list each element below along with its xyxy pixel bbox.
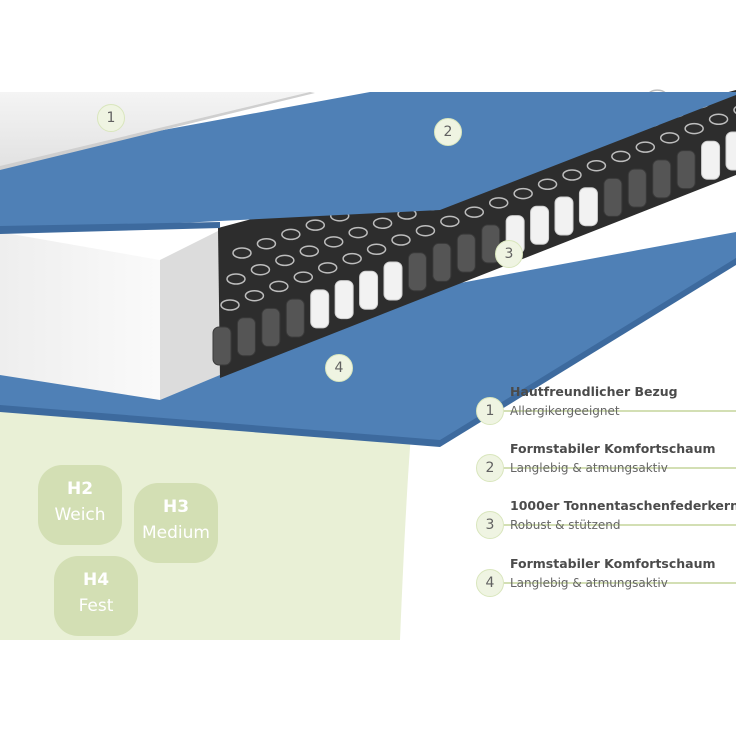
feature-divider-line — [504, 582, 736, 584]
firmness-badge-h2: H2 Weich — [38, 465, 122, 545]
firmness-code: H4 — [82, 570, 110, 590]
spring-pocket — [676, 150, 696, 190]
spring-coil — [372, 217, 393, 230]
spring-coil — [220, 299, 240, 311]
spring-coil — [256, 237, 277, 250]
firmness-badge-h4: H4 Fest — [54, 556, 138, 636]
spring-coil — [659, 132, 680, 144]
spring-coil — [232, 247, 252, 259]
top-foam-layer — [0, 92, 736, 234]
feature-title: Formstabiler Komfortschaum — [510, 556, 716, 571]
spring-pocket — [310, 289, 330, 329]
spring-pocket — [359, 270, 379, 310]
spring-coil — [513, 187, 533, 200]
firmness-code: H3 — [162, 497, 190, 517]
spring-coil — [611, 150, 631, 163]
spring-coil — [488, 197, 509, 209]
spring-pocket — [236, 317, 256, 357]
feature-title: Formstabiler Komfortschaum — [510, 441, 716, 456]
spring-pocket — [652, 159, 672, 199]
foam-edge-block — [0, 230, 220, 400]
feature-number-badge: 2 — [476, 454, 504, 482]
spring-coil — [317, 262, 338, 274]
feature-item-2: 2 Formstabiler Komfortschaum Langlebig &… — [474, 437, 736, 497]
layer-marker-2: 2 — [434, 118, 462, 146]
feature-divider-line — [504, 410, 736, 412]
spring-coil — [226, 273, 246, 285]
spring-coil — [323, 236, 344, 248]
layer-marker-1: 1 — [97, 104, 125, 132]
spring-coil — [244, 289, 265, 302]
spring-pocket — [212, 326, 232, 366]
spring-coil — [708, 113, 729, 126]
spring-coil — [464, 206, 485, 218]
spring-coil — [366, 243, 387, 256]
spring-coil — [348, 226, 368, 239]
feature-divider-line — [504, 524, 736, 526]
spring-coil — [586, 159, 607, 172]
spring-coil — [299, 245, 320, 257]
spring-pocket — [334, 280, 354, 320]
feature-number-badge: 1 — [476, 397, 504, 425]
spring-pocket — [456, 233, 476, 273]
spring-pocket — [701, 140, 721, 180]
feature-item-3: 3 1000er Tonnentaschenfederkern Robust &… — [474, 494, 736, 554]
spring-pocket — [407, 252, 427, 292]
feature-number-badge: 3 — [476, 511, 504, 539]
spring-pocket — [627, 168, 647, 208]
spring-pocket — [554, 196, 574, 236]
spring-coil — [293, 271, 314, 283]
spring-pocket — [603, 177, 623, 217]
firmness-name: Weich — [54, 505, 106, 525]
bottom-foam-layer — [0, 232, 736, 447]
feature-item-1: 1 Hautfreundlicher Bezug Allergikergeeig… — [474, 380, 736, 440]
spring-coil — [305, 219, 326, 231]
firmness-badge-h3: H3 Medium — [134, 483, 218, 563]
spring-coil — [635, 141, 656, 153]
feature-subtitle: Langlebig & atmungsaktiv — [510, 461, 668, 475]
spring-pocket — [725, 131, 736, 171]
cover-layer — [0, 92, 315, 170]
feature-item-4: 4 Formstabiler Komfortschaum Langlebig &… — [474, 552, 736, 612]
feature-title: 1000er Tonnentaschenfederkern — [510, 498, 736, 513]
feature-divider-line — [504, 467, 736, 469]
layer-marker-4: 4 — [325, 354, 353, 382]
feature-subtitle: Langlebig & atmungsaktiv — [510, 576, 668, 590]
spring-pocket — [578, 187, 598, 227]
spring-coil — [733, 105, 736, 115]
spring-pocket — [530, 205, 550, 245]
spring-coil — [415, 224, 436, 237]
feature-subtitle: Allergikergeeignet — [510, 404, 620, 418]
spring-pocket — [285, 298, 305, 338]
spring-coil — [250, 263, 271, 276]
spring-coil — [440, 215, 460, 228]
firmness-name: Medium — [142, 523, 210, 543]
spring-pocket — [383, 261, 403, 301]
feature-number-badge: 4 — [476, 569, 504, 597]
layer-marker-3: 3 — [495, 240, 523, 268]
spring-coil — [562, 169, 582, 181]
spring-coil — [275, 254, 295, 267]
spring-coil — [391, 234, 411, 246]
firmness-code: H2 — [66, 479, 94, 499]
spring-coil — [537, 178, 558, 191]
spring-coil — [281, 228, 301, 241]
spring-pocket — [432, 242, 452, 282]
feature-subtitle: Robust & stützend — [510, 518, 621, 532]
firmness-name: Fest — [78, 596, 114, 616]
spring-coil — [269, 280, 289, 293]
spring-coil — [684, 122, 704, 135]
feature-title: Hautfreundlicher Bezug — [510, 384, 678, 399]
spring-coil — [342, 252, 362, 265]
spring-pocket — [261, 307, 281, 347]
